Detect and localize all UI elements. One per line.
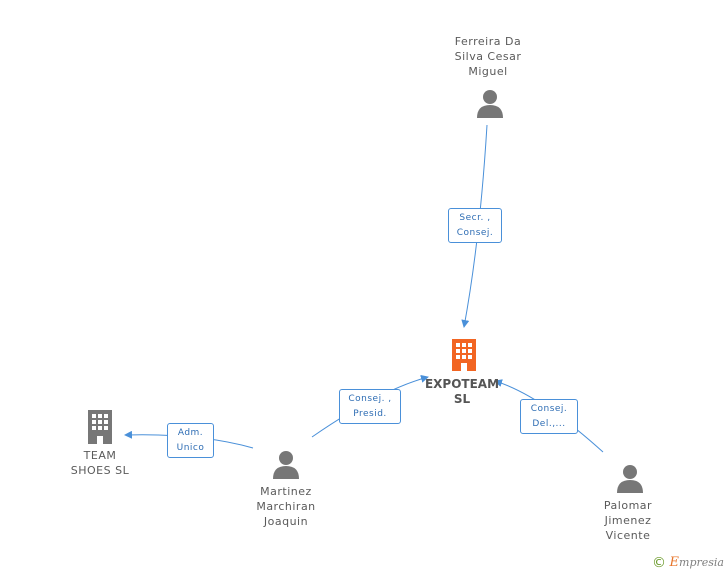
- relation-box-consej-presid[interactable]: Consej. , Presid.: [339, 389, 401, 424]
- node-label-martinez[interactable]: Martinez Marchiran Joaquin: [256, 485, 316, 528]
- person-icon[interactable]: [475, 88, 505, 118]
- building-icon[interactable]: [449, 337, 479, 371]
- person-icon[interactable]: [271, 449, 301, 479]
- relation-box-consej-del[interactable]: Consej. Del.,...: [520, 399, 578, 434]
- empresia-logo: © Empresia: [652, 555, 724, 571]
- building-icon[interactable]: [85, 408, 115, 444]
- node-label-ferreira: Ferreira Da Silva Cesar Miguel: [454, 35, 522, 78]
- relation-box-secr-consej[interactable]: Secr. , Consej.: [448, 208, 502, 243]
- person-icon[interactable]: [615, 463, 645, 493]
- node-label-team-shoes[interactable]: TEAM SHOES SL: [70, 449, 130, 477]
- relation-box-adm-unico[interactable]: Adm. Unico: [167, 423, 214, 458]
- node-label-palomar[interactable]: Palomar Jimenez Vicente: [603, 499, 653, 542]
- node-label-expoteam[interactable]: EXPOTEAM SL: [424, 377, 500, 406]
